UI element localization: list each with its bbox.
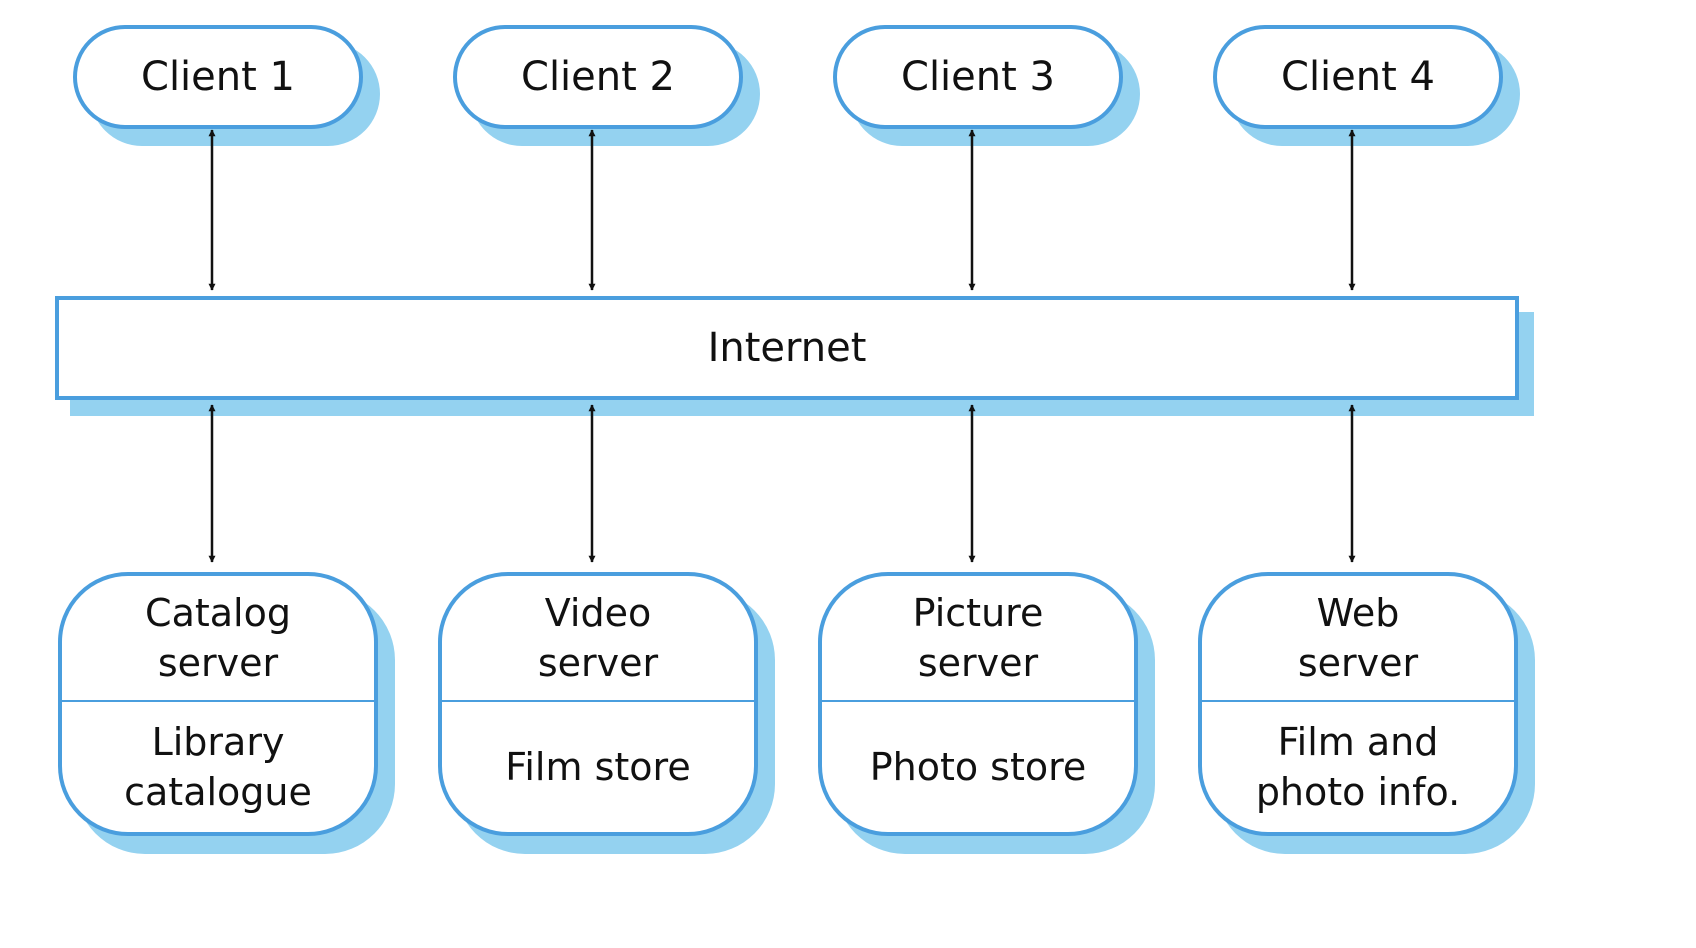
video-server-node[interactable]: Video server Film store <box>438 572 758 836</box>
client-4-label: Client 4 <box>1281 54 1435 100</box>
server-name-section: Catalog server <box>62 576 374 702</box>
server-store-line: Film and <box>1277 720 1439 764</box>
client-1-label: Client 1 <box>141 54 295 100</box>
server-name-line: server <box>157 641 279 685</box>
server-store-line: Library <box>151 720 285 764</box>
server-name-line: Web <box>1316 591 1400 635</box>
server-store-line: Photo store <box>869 745 1087 789</box>
picture-server-node[interactable]: Picture server Photo store <box>818 572 1138 836</box>
client-3-node[interactable]: Client 3 <box>833 25 1123 129</box>
server-name-section: Video server <box>442 576 754 702</box>
internet-label: Internet <box>707 325 867 371</box>
server-store-line: Film store <box>505 745 691 789</box>
server-name-line: server <box>917 641 1039 685</box>
server-name-line: Picture <box>912 591 1044 635</box>
server-store-section: Photo store <box>822 702 1134 832</box>
server-name-line: Catalog <box>145 591 291 635</box>
client-2-node[interactable]: Client 2 <box>453 25 743 129</box>
server-name-line: server <box>537 641 659 685</box>
web-server-node[interactable]: Web server Film and photo info. <box>1198 572 1518 836</box>
client-3-label: Client 3 <box>901 54 1055 100</box>
client-2-label: Client 2 <box>521 54 675 100</box>
server-store-line: catalogue <box>124 770 312 814</box>
server-store-line: photo info. <box>1255 770 1461 814</box>
server-name-line: server <box>1297 641 1419 685</box>
server-name-line: Video <box>544 591 652 635</box>
server-store-section: Library catalogue <box>62 702 374 832</box>
server-store-section: Film and photo info. <box>1202 702 1514 832</box>
server-name-section: Web server <box>1202 576 1514 702</box>
internet-node[interactable]: Internet <box>55 296 1519 400</box>
client-4-node[interactable]: Client 4 <box>1213 25 1503 129</box>
server-store-section: Film store <box>442 702 754 832</box>
catalog-server-node[interactable]: Catalog server Library catalogue <box>58 572 378 836</box>
server-name-section: Picture server <box>822 576 1134 702</box>
client-1-node[interactable]: Client 1 <box>73 25 363 129</box>
